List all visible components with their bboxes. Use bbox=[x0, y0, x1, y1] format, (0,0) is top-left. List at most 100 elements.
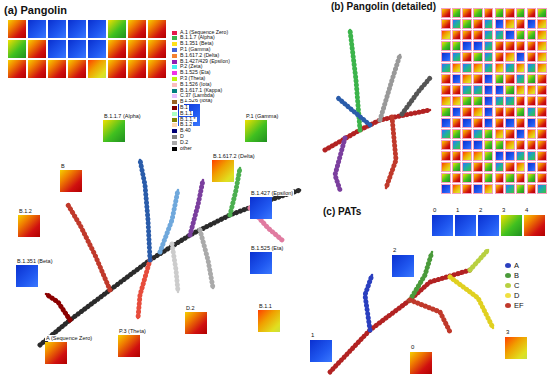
map-thumbnail bbox=[484, 63, 494, 73]
map-thumbnail bbox=[484, 8, 494, 18]
map-thumbnail bbox=[212, 160, 234, 182]
legend-swatch bbox=[172, 65, 177, 69]
map-thumbnail bbox=[441, 96, 451, 106]
map-thumbnail bbox=[537, 30, 547, 40]
map-thumbnail bbox=[148, 60, 166, 78]
map-thumbnail bbox=[452, 129, 462, 139]
thumbnail-label: B bbox=[60, 163, 66, 169]
legend-swatch bbox=[505, 293, 511, 298]
legend-swatch bbox=[172, 77, 177, 81]
panel-title: (b) Pangolin (detailed) bbox=[330, 1, 437, 12]
map-thumbnail bbox=[60, 170, 82, 192]
map-thumbnail bbox=[462, 140, 472, 150]
map-thumbnail bbox=[462, 129, 472, 139]
map-thumbnail bbox=[452, 151, 462, 161]
map-thumbnail bbox=[537, 19, 547, 29]
map-thumbnail bbox=[537, 173, 547, 183]
tree-branch bbox=[338, 98, 370, 125]
map-thumbnail bbox=[258, 310, 280, 332]
tree-branch bbox=[380, 55, 400, 120]
legend-swatch bbox=[172, 106, 177, 110]
map-thumbnail bbox=[118, 335, 140, 357]
map-thumbnail bbox=[537, 118, 547, 128]
map-thumbnail bbox=[148, 20, 166, 38]
map-thumbnail bbox=[68, 60, 86, 78]
map-thumbnail bbox=[18, 215, 40, 237]
map-thumbnail bbox=[473, 52, 483, 62]
map-thumbnail bbox=[441, 129, 451, 139]
map-thumbnail bbox=[441, 173, 451, 183]
map-thumbnail bbox=[505, 85, 515, 95]
legend-swatch bbox=[505, 283, 511, 288]
thumbnail-label: 0 bbox=[410, 344, 415, 351]
map-thumbnail bbox=[505, 129, 515, 139]
map-thumbnail bbox=[495, 140, 505, 150]
legend-swatch bbox=[505, 273, 511, 278]
tree-branch bbox=[40, 190, 300, 345]
map-thumbnail bbox=[441, 118, 451, 128]
map-thumbnail bbox=[537, 63, 547, 73]
map-thumbnail bbox=[462, 96, 472, 106]
map-thumbnail bbox=[537, 41, 547, 51]
thumbnail-label: B.1.427 (Epsilon) bbox=[250, 190, 294, 196]
map-thumbnail bbox=[495, 8, 505, 18]
tree-branch bbox=[190, 180, 203, 235]
map-thumbnail bbox=[452, 118, 462, 128]
map-thumbnail bbox=[537, 129, 547, 139]
map-thumbnail bbox=[473, 41, 483, 51]
tree-branch bbox=[330, 270, 470, 372]
map-thumbnail bbox=[441, 184, 451, 194]
thumbnail-label: D.2 bbox=[185, 305, 196, 311]
thumbnail-label: 1 bbox=[455, 207, 460, 214]
map-thumbnail bbox=[527, 140, 537, 150]
map-thumbnail bbox=[495, 118, 505, 128]
map-thumbnail bbox=[516, 173, 526, 183]
tree-branch bbox=[450, 277, 493, 328]
map-thumbnail bbox=[462, 63, 472, 73]
map-thumbnail bbox=[8, 40, 26, 58]
legend-swatch bbox=[172, 94, 177, 98]
map-thumbnail bbox=[462, 85, 472, 95]
map-thumbnail bbox=[250, 197, 272, 219]
map-thumbnail bbox=[516, 74, 526, 84]
legend-swatch bbox=[172, 112, 177, 116]
map-thumbnail bbox=[128, 20, 146, 38]
map-thumbnail bbox=[537, 162, 547, 172]
legend-text: D bbox=[513, 292, 520, 300]
map-thumbnail bbox=[462, 107, 472, 117]
tree-branch bbox=[335, 138, 345, 190]
map-thumbnail bbox=[473, 63, 483, 73]
map-thumbnail bbox=[484, 107, 494, 117]
tree-branch bbox=[172, 244, 178, 292]
map-thumbnail bbox=[8, 20, 26, 38]
map-thumbnail bbox=[452, 107, 462, 117]
tree-branch bbox=[470, 250, 488, 270]
map-thumbnail bbox=[537, 52, 547, 62]
map-thumbnail bbox=[495, 173, 505, 183]
thumbnail-label: B.1.617.2 (Delta) bbox=[212, 153, 256, 159]
map-thumbnail bbox=[473, 74, 483, 84]
map-thumbnail bbox=[473, 19, 483, 29]
map-thumbnail bbox=[484, 52, 494, 62]
map-thumbnail bbox=[484, 74, 494, 84]
map-thumbnail bbox=[462, 41, 472, 51]
thumbnail-label: B.1.1.7 (Alpha) bbox=[103, 113, 142, 119]
map-thumbnail bbox=[505, 52, 515, 62]
map-thumbnail bbox=[527, 30, 537, 40]
tree-branch bbox=[450, 277, 493, 328]
map-thumbnail bbox=[527, 151, 537, 161]
map-thumbnail bbox=[495, 151, 505, 161]
panel-title: (c) PATs bbox=[322, 206, 362, 217]
tree-branch bbox=[380, 55, 400, 120]
thumbnail-label: 0 bbox=[432, 207, 437, 214]
map-thumbnail bbox=[452, 30, 462, 40]
map-thumbnail bbox=[505, 140, 515, 150]
tree-branch bbox=[46, 294, 70, 320]
map-thumbnail bbox=[505, 63, 515, 73]
legend-swatch bbox=[172, 48, 177, 52]
map-thumbnail bbox=[473, 118, 483, 128]
tree-branch bbox=[200, 230, 213, 288]
legend-swatch bbox=[505, 263, 511, 268]
thumbnail-label: B.1.1 bbox=[258, 303, 273, 309]
map-thumbnail bbox=[441, 162, 451, 172]
